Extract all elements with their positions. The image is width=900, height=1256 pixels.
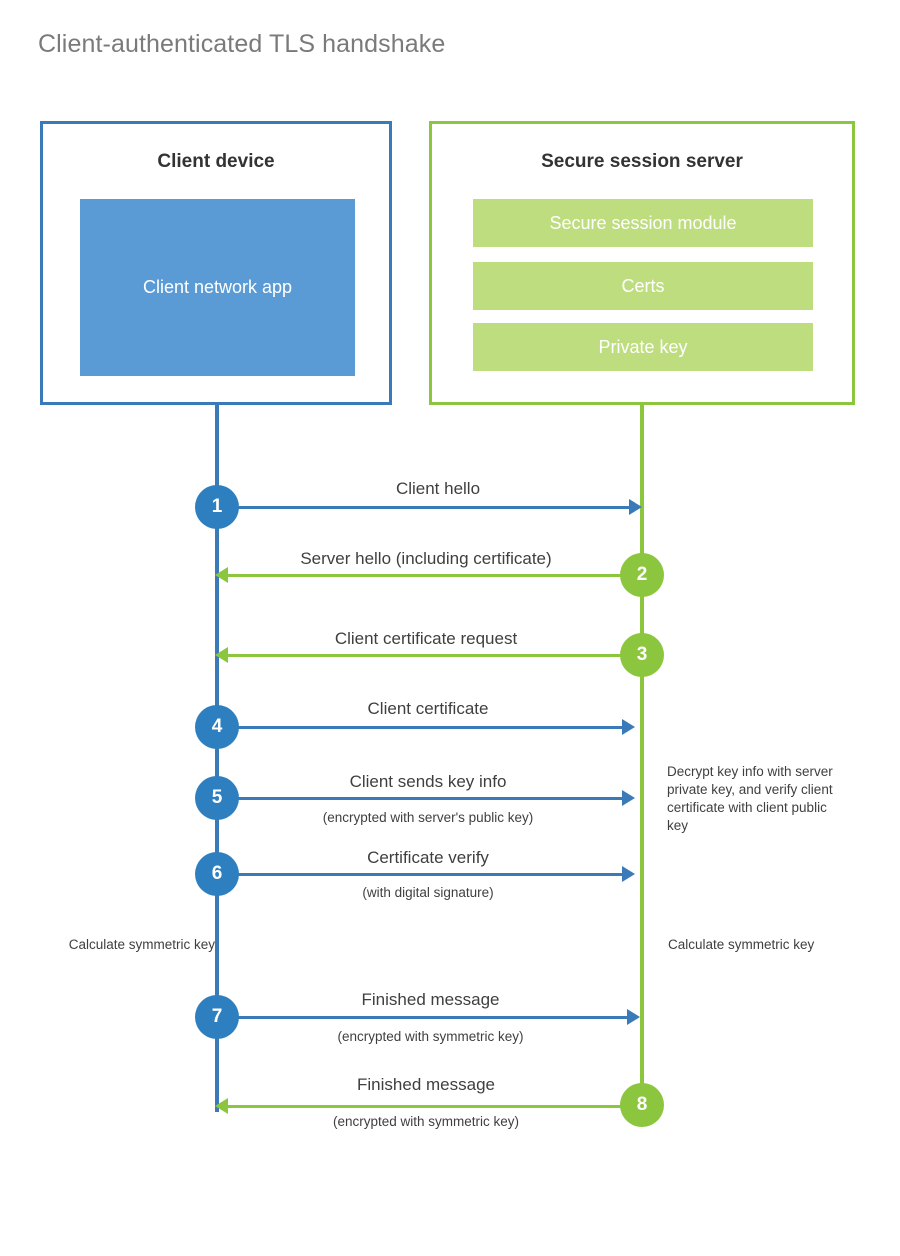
step-1-arrowhead-icon <box>629 499 642 515</box>
step-4-arrow <box>217 726 622 729</box>
step-3-arrowhead-icon <box>215 647 228 663</box>
step-2-label: Server hello (including certificate) <box>300 549 552 568</box>
step-7-circle: 7 <box>195 995 239 1039</box>
server-calculate-symmetric-key-note: Calculate symmetric key <box>668 937 815 952</box>
certs-block: Certs <box>473 262 813 310</box>
step-6-arrowhead-icon <box>622 866 635 882</box>
server-lifeline <box>640 405 644 1107</box>
client-device-title: Client device <box>157 151 275 172</box>
step-8-arrow <box>228 1105 640 1108</box>
step-1-arrow <box>217 506 629 509</box>
step-5-label: Client sends key info <box>349 772 507 791</box>
secure-session-server-title: Secure session server <box>541 151 743 172</box>
step-6-circle: 6 <box>195 852 239 896</box>
step-1-label: Client hello <box>395 479 481 498</box>
step-7-arrow <box>217 1016 627 1019</box>
client-device-box: Client device Client network app <box>40 121 392 405</box>
private-key-block: Private key <box>473 323 813 371</box>
step-8-arrowhead-icon <box>215 1098 228 1114</box>
step-4-label: Client certificate <box>367 699 489 718</box>
step-7-sublabel: (encrypted with symmetric key) <box>337 1029 524 1044</box>
step-4-arrowhead-icon <box>622 719 635 735</box>
step-1-circle: 1 <box>195 485 239 529</box>
step-8-label: Finished message <box>357 1075 495 1094</box>
step-5-arrow <box>217 797 622 800</box>
step-8-sublabel: (encrypted with symmetric key) <box>332 1114 520 1129</box>
step-6-label: Certificate verify <box>367 848 489 867</box>
step-3-circle: 3 <box>620 633 664 677</box>
secure-session-module-block: Secure session module <box>473 199 813 247</box>
client-calculate-symmetric-key-note: Calculate symmetric key <box>68 937 215 952</box>
step-8-circle: 8 <box>620 1083 664 1127</box>
step-6-sublabel: (with digital signature) <box>362 885 494 900</box>
server-decrypt-note: Decrypt key info with server private key… <box>667 764 833 833</box>
step-3-label: Client certificate request <box>334 629 518 648</box>
step-5-sublabel: (encrypted with server's public key) <box>322 810 534 825</box>
secure-session-server-box: Secure session server Secure session mod… <box>429 121 855 405</box>
client-lifeline <box>215 405 219 1112</box>
step-5-arrowhead-icon <box>622 790 635 806</box>
step-2-circle: 2 <box>620 553 664 597</box>
client-network-app-block: Client network app <box>80 199 355 376</box>
step-6-arrow <box>217 873 622 876</box>
step-4-circle: 4 <box>195 705 239 749</box>
step-7-arrowhead-icon <box>627 1009 640 1025</box>
step-2-arrowhead-icon <box>215 567 228 583</box>
page-title: Client-authenticated TLS handshake <box>38 30 446 58</box>
step-3-arrow <box>228 654 640 657</box>
step-7-label: Finished message <box>361 990 500 1009</box>
step-5-circle: 5 <box>195 776 239 820</box>
step-2-arrow <box>228 574 640 577</box>
